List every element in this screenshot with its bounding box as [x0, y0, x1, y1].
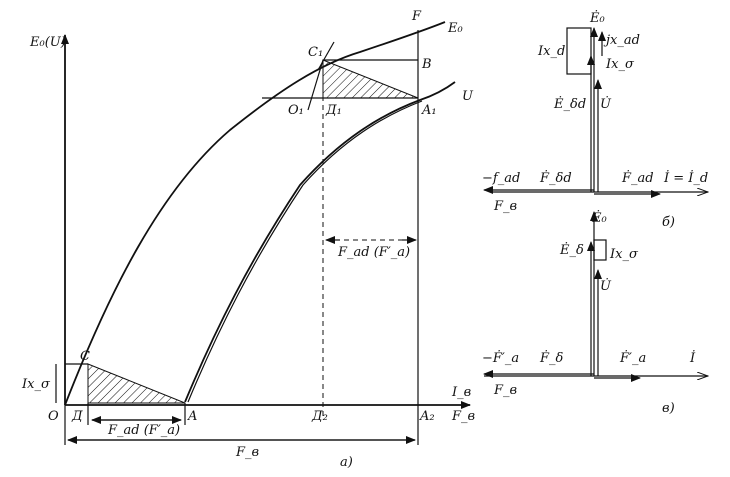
- b-u-label: U̇: [600, 96, 612, 112]
- c-neg-fa-label: −Ḟ′_a: [482, 349, 519, 366]
- characteristic-diagram: E₀(U) I_в F_в E₀ U O Д A Д₂ A₂ C C₁ B F …: [21, 9, 475, 470]
- phasor-diagram-b: Ė₀ Ix_d jx_ad Ix_σ Ė_δd U̇ −f_ad Ḟ_δd Ḟ_…: [482, 9, 708, 230]
- point-o1: O₁: [288, 103, 304, 118]
- b-i-label: İ = İ_d: [663, 169, 708, 186]
- b-fv-label: F_в: [493, 199, 517, 214]
- c-ixs-label: Ix_σ: [609, 247, 639, 262]
- b-ixd-label: Ix_d: [537, 44, 565, 59]
- point-d: Д: [71, 409, 83, 424]
- c-es-label: Ė_δ: [559, 241, 584, 258]
- c-fv-label: F_в: [493, 383, 517, 398]
- line-o1-c1: [307, 59, 324, 111]
- b-esd-label: Ė_δd: [553, 95, 586, 112]
- dim-fad-right-label: F_ad (F′_a): [337, 245, 410, 260]
- axis-x-label-top: I_в: [451, 385, 471, 400]
- axis-y-label: E₀(U): [29, 35, 66, 50]
- upper-triangle: [322, 59, 419, 99]
- e0-curve: [64, 21, 446, 406]
- point-c: C: [80, 349, 90, 364]
- point-d2: Д₂: [311, 409, 328, 424]
- line-c1-tick: [317, 41, 335, 71]
- curve-e0-label: E₀: [447, 21, 463, 36]
- c-fs-label: Ḟ_δ: [539, 349, 564, 366]
- b-fsd-label: Ḟ_δd: [539, 169, 572, 186]
- phasor-diagram-c: Ė₀ Ė_δ Ix_σ U̇ −Ḟ′_a Ḟ_δ Ḟ′_a İ F_в в): [482, 209, 708, 416]
- dim-fad-lower-label: F_ad (F′_a): [107, 423, 180, 438]
- lower-triangle: [87, 363, 186, 404]
- b-jxad-label: jx_ad: [603, 33, 640, 48]
- point-o: O: [48, 409, 59, 424]
- axis-x-label-bottom: F_в: [451, 409, 475, 424]
- c-u-label: U̇: [600, 278, 612, 294]
- point-a2: A₂: [419, 409, 435, 424]
- c-fa-label: Ḟ′_a: [619, 349, 646, 366]
- caption-a: a): [340, 455, 353, 470]
- point-d1: Д₁: [325, 103, 342, 118]
- dim-ixs-label: Ix_σ: [21, 377, 51, 392]
- b-fad-label: Ḟ_ad: [621, 169, 654, 186]
- point-a: A: [187, 409, 197, 424]
- b-ixs-label: Ix_σ: [605, 57, 635, 72]
- point-f: F: [411, 9, 422, 24]
- u-curve: [184, 81, 456, 403]
- curve-u-label: U: [462, 89, 474, 104]
- dim-fv-label: F_в: [235, 445, 259, 460]
- point-b: B: [421, 57, 432, 72]
- c-e0-label: Ė₀: [591, 209, 607, 226]
- b-e0-label: Ė₀: [589, 9, 605, 26]
- c-i-label: İ: [689, 349, 696, 366]
- point-c1: C₁: [308, 45, 323, 60]
- c-ixs-box: [593, 239, 607, 261]
- u-curve-shadow: [187, 100, 423, 403]
- b-caption: б): [662, 215, 675, 230]
- c-caption: в): [662, 401, 675, 416]
- b-jxad-box: [566, 27, 592, 75]
- b-neg-fad-label: −f_ad: [482, 171, 520, 186]
- point-a1: A₁: [421, 103, 437, 118]
